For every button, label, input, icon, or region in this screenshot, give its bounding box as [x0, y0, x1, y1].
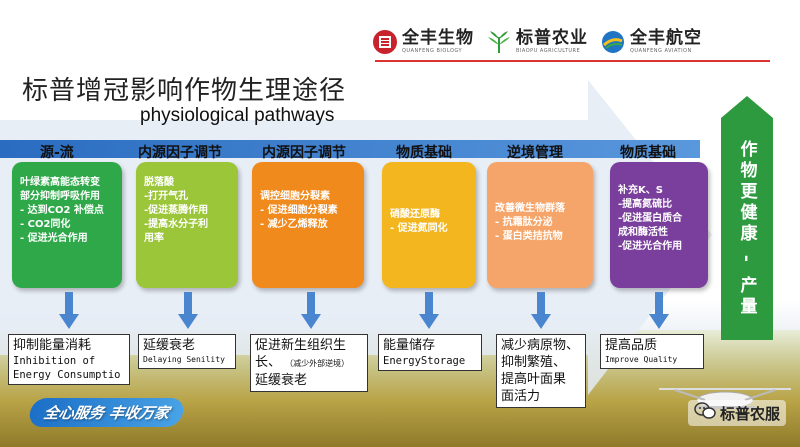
side-result-text: 作物更健康 - 产量 — [736, 140, 757, 318]
card-line: -促进光合作用 — [618, 241, 683, 252]
pathway-card: 改善微生物群落 - 抗霜肽分泌 - 蛋白类拮抗物 — [487, 162, 593, 288]
pathway-card: 调控细胞分裂素 - 促进细胞分裂素 - 减少乙烯释放 — [252, 162, 364, 288]
arrow-down-icon — [301, 292, 321, 329]
logo-sub: QUANFENG BIOLOGY — [402, 48, 463, 54]
logo-sub: BIAOPU AGRICULTURE — [516, 48, 581, 54]
page-title: 标普增冠影响作物生理途径 — [22, 76, 347, 106]
outcome-box: 减少病原物、 抑制繁殖、 提高叶面果 面活力 — [496, 334, 586, 408]
outcome-text: 提高品质 — [605, 338, 658, 353]
slogan-banner: 全心服务 丰收万家 — [27, 398, 186, 427]
outcome-en-text: Delaying Senility — [143, 355, 225, 364]
globe-icon — [600, 29, 626, 55]
quanfeng-emblem-icon — [372, 29, 398, 55]
outcome-text: 促进新生组织生 — [255, 338, 347, 353]
column-heading: 内源因子调节 — [262, 145, 346, 161]
logo-name: 全丰航空 — [630, 28, 702, 48]
card-line: 调控细胞分裂素 — [260, 191, 330, 202]
card-line: - 抗霜肽分泌 — [495, 217, 553, 228]
logo-divider — [375, 60, 770, 62]
outcome-box: 促进新生组织生 长、 （减少外部逆境） 延缓衰老 — [250, 334, 368, 392]
card-line: - 促进光合作用 — [20, 233, 88, 244]
card-line: 用率 — [144, 233, 164, 244]
card-line: - 达到CO2 补偿点 — [20, 205, 104, 216]
card-line: -促进蒸腾作用 — [144, 205, 209, 216]
outcome-box: 延缓衰老 Delaying Senility — [138, 334, 236, 369]
side-result-panel: 作物更健康 - 产量 — [721, 118, 773, 340]
outcome-en-text: EnergyStorage — [383, 355, 466, 367]
logo-name: 全丰生物 — [402, 28, 474, 48]
card-line: - CO2同化 — [20, 219, 71, 230]
arrow-down-icon — [649, 292, 669, 329]
card-line: 部分抑制呼吸作用 — [20, 191, 100, 202]
card-line: -提高水分子利 — [144, 219, 209, 230]
card-line: 叶绿素高能态转变 — [20, 177, 100, 188]
card-line: -促进蛋白质合 — [618, 213, 683, 224]
logo-quanfeng-bio: 全丰生物 QUANFENG BIOLOGY — [372, 29, 474, 55]
card-line: - 促进氮同化 — [390, 223, 448, 234]
card-line: - 蛋白类拮抗物 — [495, 231, 563, 242]
column-heading: 源-流 — [40, 145, 74, 161]
wheat-icon — [486, 29, 512, 55]
arrow-down-icon — [419, 292, 439, 329]
card-line: 脱落酸 — [144, 177, 174, 188]
side-arrow-tip — [721, 96, 773, 118]
logo-quanfeng-aviation: 全丰航空 QUANFENG AVIATION — [600, 29, 702, 55]
card-line: 改善微生物群落 — [495, 203, 565, 214]
pathway-card: 补充K、S -提高氮硫比 -促进蛋白质合 成和酶活性 -促进光合作用 — [610, 162, 708, 288]
card-line: 补充K、S — [618, 185, 663, 196]
wechat-watermark: 标普农服 — [688, 400, 787, 426]
card-line: - 促进细胞分裂素 — [260, 205, 338, 216]
outcome-text: 减少病原物、 — [501, 338, 580, 353]
card-line: 成和酶活性 — [618, 227, 668, 238]
card-line: - 减少乙烯释放 — [260, 219, 328, 230]
card-line: -打开气孔 — [144, 191, 189, 202]
outcome-text: 抑制能量消耗 — [13, 338, 92, 353]
column-heading: 内源因子调节 — [138, 145, 222, 161]
card-line: -提高氮硫比 — [618, 199, 673, 210]
outcome-text: 长、 — [255, 355, 282, 370]
pathway-card: 硝酸还原酶 - 促进氮同化 — [382, 162, 476, 288]
outcome-text: 能量储存 — [383, 338, 436, 353]
column-heading: 物质基础 — [620, 145, 676, 161]
outcome-en-text: Improve Quality — [605, 355, 678, 364]
arrow-down-icon — [178, 292, 198, 329]
pathway-card: 叶绿素高能态转变 部分抑制呼吸作用 - 达到CO2 补偿点 - CO2同化 - … — [12, 162, 122, 288]
header-band — [0, 140, 700, 158]
arrow-down-icon — [531, 292, 551, 329]
pathway-card: 脱落酸 -打开气孔 -促进蒸腾作用 -提高水分子利 用率 — [136, 162, 238, 288]
logo-bar: 全丰生物 QUANFENG BIOLOGY 标普农业 BIAOPU AGRICU… — [372, 22, 772, 62]
outcome-text: 面活力 — [501, 389, 541, 404]
logo-name: 标普农业 — [516, 28, 588, 48]
outcome-box: 能量储存 EnergyStorage — [378, 334, 482, 371]
arrow-down-icon — [59, 292, 79, 329]
logo-biaopu-agri: 标普农业 BIAOPU AGRICULTURE — [486, 29, 588, 55]
outcome-text: 延缓衰老 — [255, 373, 308, 388]
outcome-text: 提高叶面果 — [501, 372, 567, 387]
column-heading: 逆境管理 — [507, 145, 563, 161]
outcome-text: 抑制繁殖、 — [501, 355, 567, 370]
outcome-en-text: Energy Consumptio — [13, 369, 121, 381]
logo-sub: QUANFENG AVIATION — [630, 48, 692, 54]
card-line: 硝酸还原酶 — [390, 209, 440, 220]
outcome-box: 抑制能量消耗 Inhibition of Energy Consumptio — [8, 334, 130, 385]
page-subtitle: physiological pathways — [140, 105, 335, 126]
outcome-en-text: Inhibition of — [13, 355, 96, 367]
column-heading: 物质基础 — [396, 145, 452, 161]
outcome-note: （减少外部逆境） — [285, 359, 350, 368]
wechat-icon — [694, 402, 716, 424]
watermark-text: 标普农服 — [720, 404, 781, 423]
outcome-text: 延缓衰老 — [143, 338, 196, 353]
outcome-box: 提高品质 Improve Quality — [600, 334, 704, 369]
